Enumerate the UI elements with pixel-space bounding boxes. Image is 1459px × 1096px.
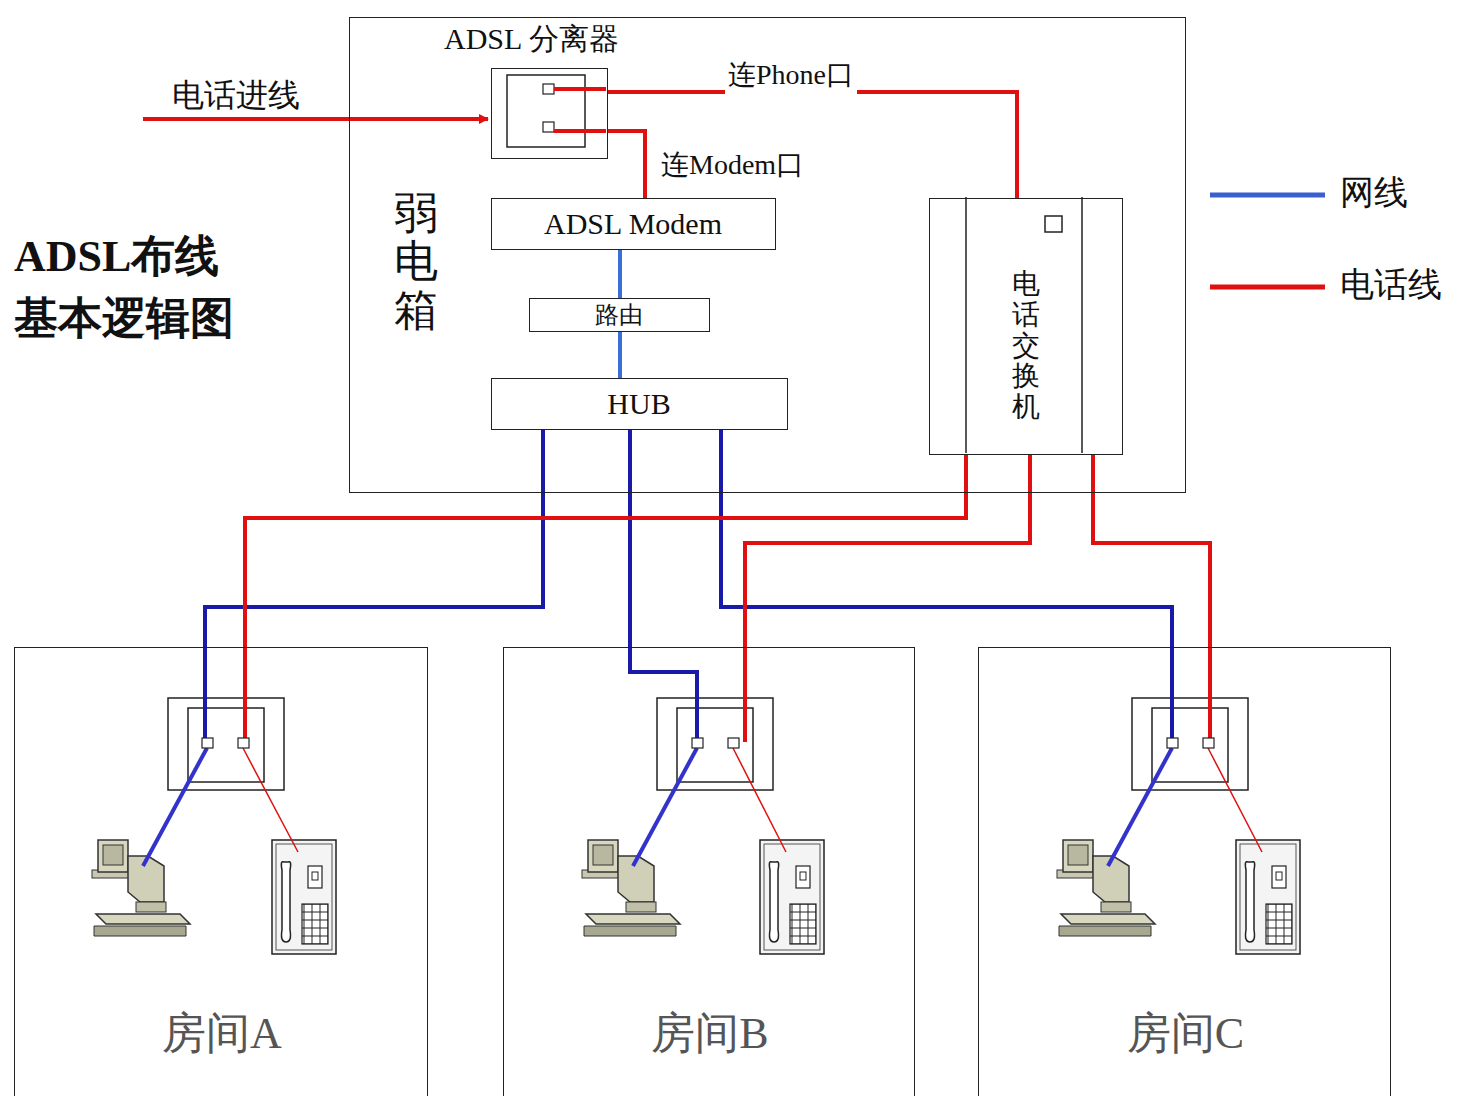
phone-wire xyxy=(1093,455,1210,647)
box-label: ADSL Modem xyxy=(492,199,774,248)
room-label: 房间C xyxy=(979,1004,1392,1063)
socket-port xyxy=(1167,738,1178,748)
phone-line xyxy=(1208,647,1212,742)
wall-socket xyxy=(1132,698,1248,790)
cabinet-label: 弱电箱 xyxy=(394,190,438,335)
port-lead xyxy=(554,87,606,91)
phone-port xyxy=(543,84,554,94)
socket-port xyxy=(202,738,213,748)
socket-port xyxy=(238,738,249,748)
modem-box: ADSL Modem xyxy=(491,198,776,250)
socket-port xyxy=(728,738,739,748)
phone-line xyxy=(243,647,247,742)
room-box: 房间A xyxy=(14,647,428,1096)
incoming-line xyxy=(143,117,488,121)
line-label: 电话进线 xyxy=(172,74,300,118)
edge-label: 连Modem口 xyxy=(658,146,807,184)
phone-cord xyxy=(1208,748,1262,852)
legend-line xyxy=(1210,193,1325,198)
computer-icon xyxy=(582,840,680,936)
network-wire xyxy=(618,332,622,378)
switch-panel xyxy=(965,197,967,453)
network-line xyxy=(203,647,207,742)
network-wire xyxy=(628,430,632,647)
switch-panel xyxy=(1081,197,1083,453)
room-box: 房间B xyxy=(503,647,915,1096)
legend-text: 电话线 xyxy=(1340,262,1442,308)
network-wire xyxy=(205,430,543,647)
computer-icon xyxy=(92,840,190,936)
phone-wire xyxy=(608,131,645,198)
box-label: 路由 xyxy=(530,299,708,330)
splitter-box: ADSL 分离器 xyxy=(491,68,608,159)
network-cord xyxy=(143,748,207,866)
switch-port xyxy=(1045,216,1062,232)
modem-port xyxy=(543,122,554,132)
phone-cord xyxy=(733,748,786,852)
network-line xyxy=(630,647,697,742)
wall-socket xyxy=(168,698,284,790)
phone-line xyxy=(743,647,747,742)
wall-socket xyxy=(657,698,773,790)
socket-port xyxy=(1203,738,1214,748)
box-label: HUB xyxy=(492,379,786,428)
network-cord xyxy=(633,748,697,866)
network-wire xyxy=(721,430,1172,647)
port-lead xyxy=(554,129,606,133)
phone-icon xyxy=(760,840,824,954)
phone-wire xyxy=(608,92,1017,198)
phone-cord xyxy=(243,748,298,852)
network-cord xyxy=(1108,748,1172,866)
hub-box: HUB xyxy=(491,378,788,430)
router-box: 路由 xyxy=(529,298,710,332)
room-label: 房间A xyxy=(15,1004,429,1063)
phone-icon xyxy=(272,840,336,954)
switch-label: 电话交换机 xyxy=(1012,269,1040,423)
legend-line xyxy=(1210,285,1325,290)
phone-wire xyxy=(245,455,966,647)
edge-label: 连Phone口 xyxy=(725,56,857,94)
switch-box: 电话交换机 xyxy=(929,198,1123,455)
socket-port xyxy=(692,738,703,748)
computer-icon xyxy=(1057,840,1155,936)
room-label: 房间B xyxy=(504,1004,916,1063)
network-wire xyxy=(618,250,622,298)
phone-icon xyxy=(1236,840,1300,954)
splitter-heading: ADSL 分离器 xyxy=(444,19,619,60)
room-box: 房间C xyxy=(978,647,1391,1096)
phone-wire xyxy=(745,455,1030,647)
network-line xyxy=(1170,647,1174,742)
splitter-face xyxy=(507,75,585,147)
legend-text: 网线 xyxy=(1340,170,1408,216)
diagram-title: ADSL布线 基本逻辑图 xyxy=(14,226,314,349)
